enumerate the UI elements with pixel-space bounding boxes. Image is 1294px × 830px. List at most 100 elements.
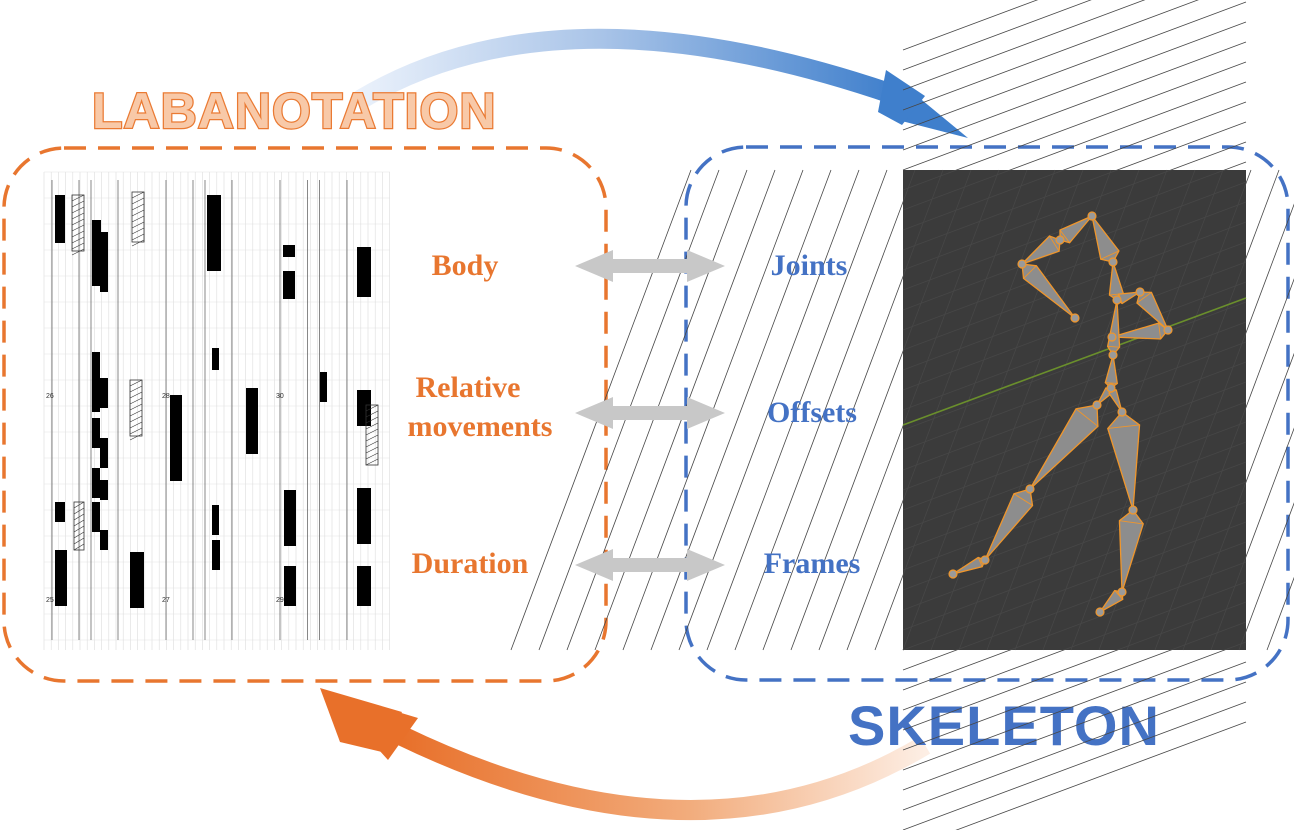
floor-line (902, 181, 1247, 311)
hatch-line (129, 397, 143, 405)
hatch-line (365, 446, 379, 454)
bone-edge (1100, 250, 1120, 260)
laban-symbol (212, 540, 220, 570)
floor-line (1154, 278, 1294, 651)
laban-symbol (92, 468, 100, 498)
floor-line (818, 169, 1000, 651)
laban-symbol (357, 566, 371, 606)
hatch-line (129, 391, 143, 399)
floor-line (1266, 576, 1294, 651)
floor-line (1070, 169, 1252, 651)
floor-line (902, 41, 1247, 171)
floor-line (902, 221, 1247, 351)
laban-symbol (92, 502, 100, 532)
hatch-line (73, 531, 85, 539)
hatched-symbol (71, 194, 85, 252)
laban-symbol (92, 418, 100, 448)
laban-symbol (130, 552, 144, 608)
hatched-symbol (129, 379, 143, 437)
floor-line (902, 541, 1247, 671)
hatch-line (131, 221, 145, 229)
hatch-line (129, 427, 143, 435)
double-headed-arrow-icon (575, 397, 725, 429)
measure-number-25: 25 (46, 597, 54, 604)
floor-line (902, 81, 1247, 211)
joint (1135, 287, 1145, 297)
floor-line (1042, 169, 1224, 651)
measure-number-26: 26 (46, 393, 54, 400)
joint (1108, 350, 1118, 360)
floor-line (762, 169, 944, 651)
floor-line (902, 241, 1247, 371)
floor-line (902, 401, 1247, 531)
hatch-line (71, 200, 85, 208)
hatch-line (71, 212, 85, 220)
double-headed-arrow-icon (575, 549, 725, 581)
curved-arrow-left-icon (320, 688, 931, 820)
bone-edge (1107, 345, 1120, 348)
double-headed-arrow-icon (575, 250, 725, 282)
skeleton-region (684, 145, 1290, 682)
term-relative-movements-line2: movements (408, 410, 553, 443)
laban-symbol (357, 247, 371, 297)
skeleton-viewport (510, 0, 1294, 830)
hatch-line (365, 428, 379, 436)
joint (1117, 587, 1127, 597)
floor-line (902, 421, 1247, 551)
hatch-line (71, 206, 85, 214)
laban-symbol (92, 248, 101, 286)
floor-line (902, 101, 1247, 231)
hatch-line (129, 421, 143, 429)
floor-line (902, 0, 1146, 91)
hatch-line (365, 458, 379, 466)
measure-number-28: 28 (162, 393, 170, 400)
hatch-line (129, 379, 143, 387)
hatch-line (131, 203, 145, 211)
joint (1117, 407, 1127, 417)
hatch-line (71, 230, 85, 238)
hatch-line (131, 215, 145, 223)
floor-line (902, 441, 1247, 571)
laban-symbol (100, 378, 108, 408)
labanotation-score: 26 28 30 25 27 29 (43, 171, 390, 650)
floor-line (790, 169, 972, 651)
laban-symbol (284, 566, 296, 606)
floor-line (902, 0, 1092, 71)
floor-line (1014, 169, 1196, 651)
hatch-line (365, 452, 379, 460)
floor-line (902, 661, 1247, 791)
laban-symbol (246, 388, 258, 454)
hatch-line (71, 218, 85, 226)
joint (1163, 325, 1173, 335)
hatch-line (73, 537, 85, 545)
floor-line (902, 201, 1247, 331)
floor-line (1182, 352, 1294, 651)
hatch-line (131, 233, 145, 241)
term-body: Body (432, 249, 499, 282)
floor-line (902, 681, 1247, 811)
joint (1107, 332, 1117, 342)
laban-symbol (207, 195, 221, 271)
skeleton-bones (948, 211, 1173, 617)
bone-edge (1049, 235, 1060, 252)
floor-line (902, 521, 1247, 651)
hatch-line (365, 404, 379, 412)
floor-line (955, 721, 1247, 830)
bone-edge (1059, 229, 1070, 244)
floor-line (902, 321, 1247, 451)
joint (1106, 383, 1116, 393)
laban-symbol (100, 232, 108, 292)
floor-line (902, 481, 1247, 611)
term-duration: Duration (412, 547, 529, 580)
hatch-line (365, 434, 379, 442)
floor-line (902, 641, 1247, 771)
joint (1095, 607, 1105, 617)
term-offsets: Offsets (767, 396, 857, 429)
hatch-line (129, 403, 143, 411)
hatch-line (71, 194, 85, 202)
bone-edge (977, 557, 983, 567)
term-relative-movements-line1: Relative (416, 371, 521, 404)
hatch-line (71, 242, 85, 250)
floor-line (902, 501, 1247, 631)
